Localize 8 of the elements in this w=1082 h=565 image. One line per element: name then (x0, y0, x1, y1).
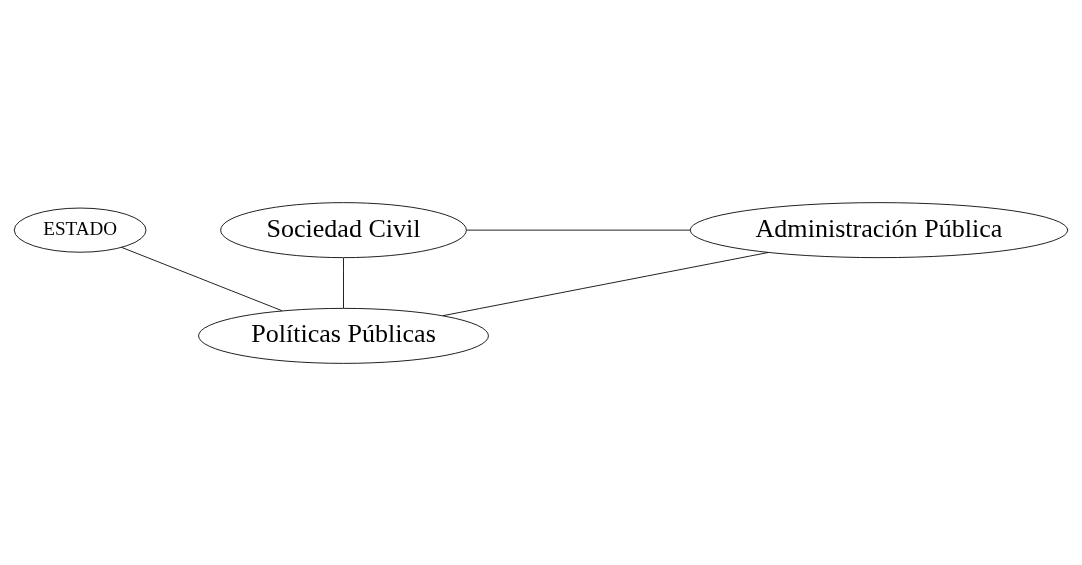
node-ellipse: Políticas Públicas (198, 307, 489, 364)
connector (466, 229, 691, 231)
connector (442, 251, 769, 316)
node-ellipse: Administración Pública (689, 201, 1069, 258)
node-ellipse: ESTADO (13, 207, 147, 253)
connector (343, 257, 344, 308)
node-ellipse: Sociedad Civil (220, 201, 467, 258)
connector (121, 246, 283, 311)
